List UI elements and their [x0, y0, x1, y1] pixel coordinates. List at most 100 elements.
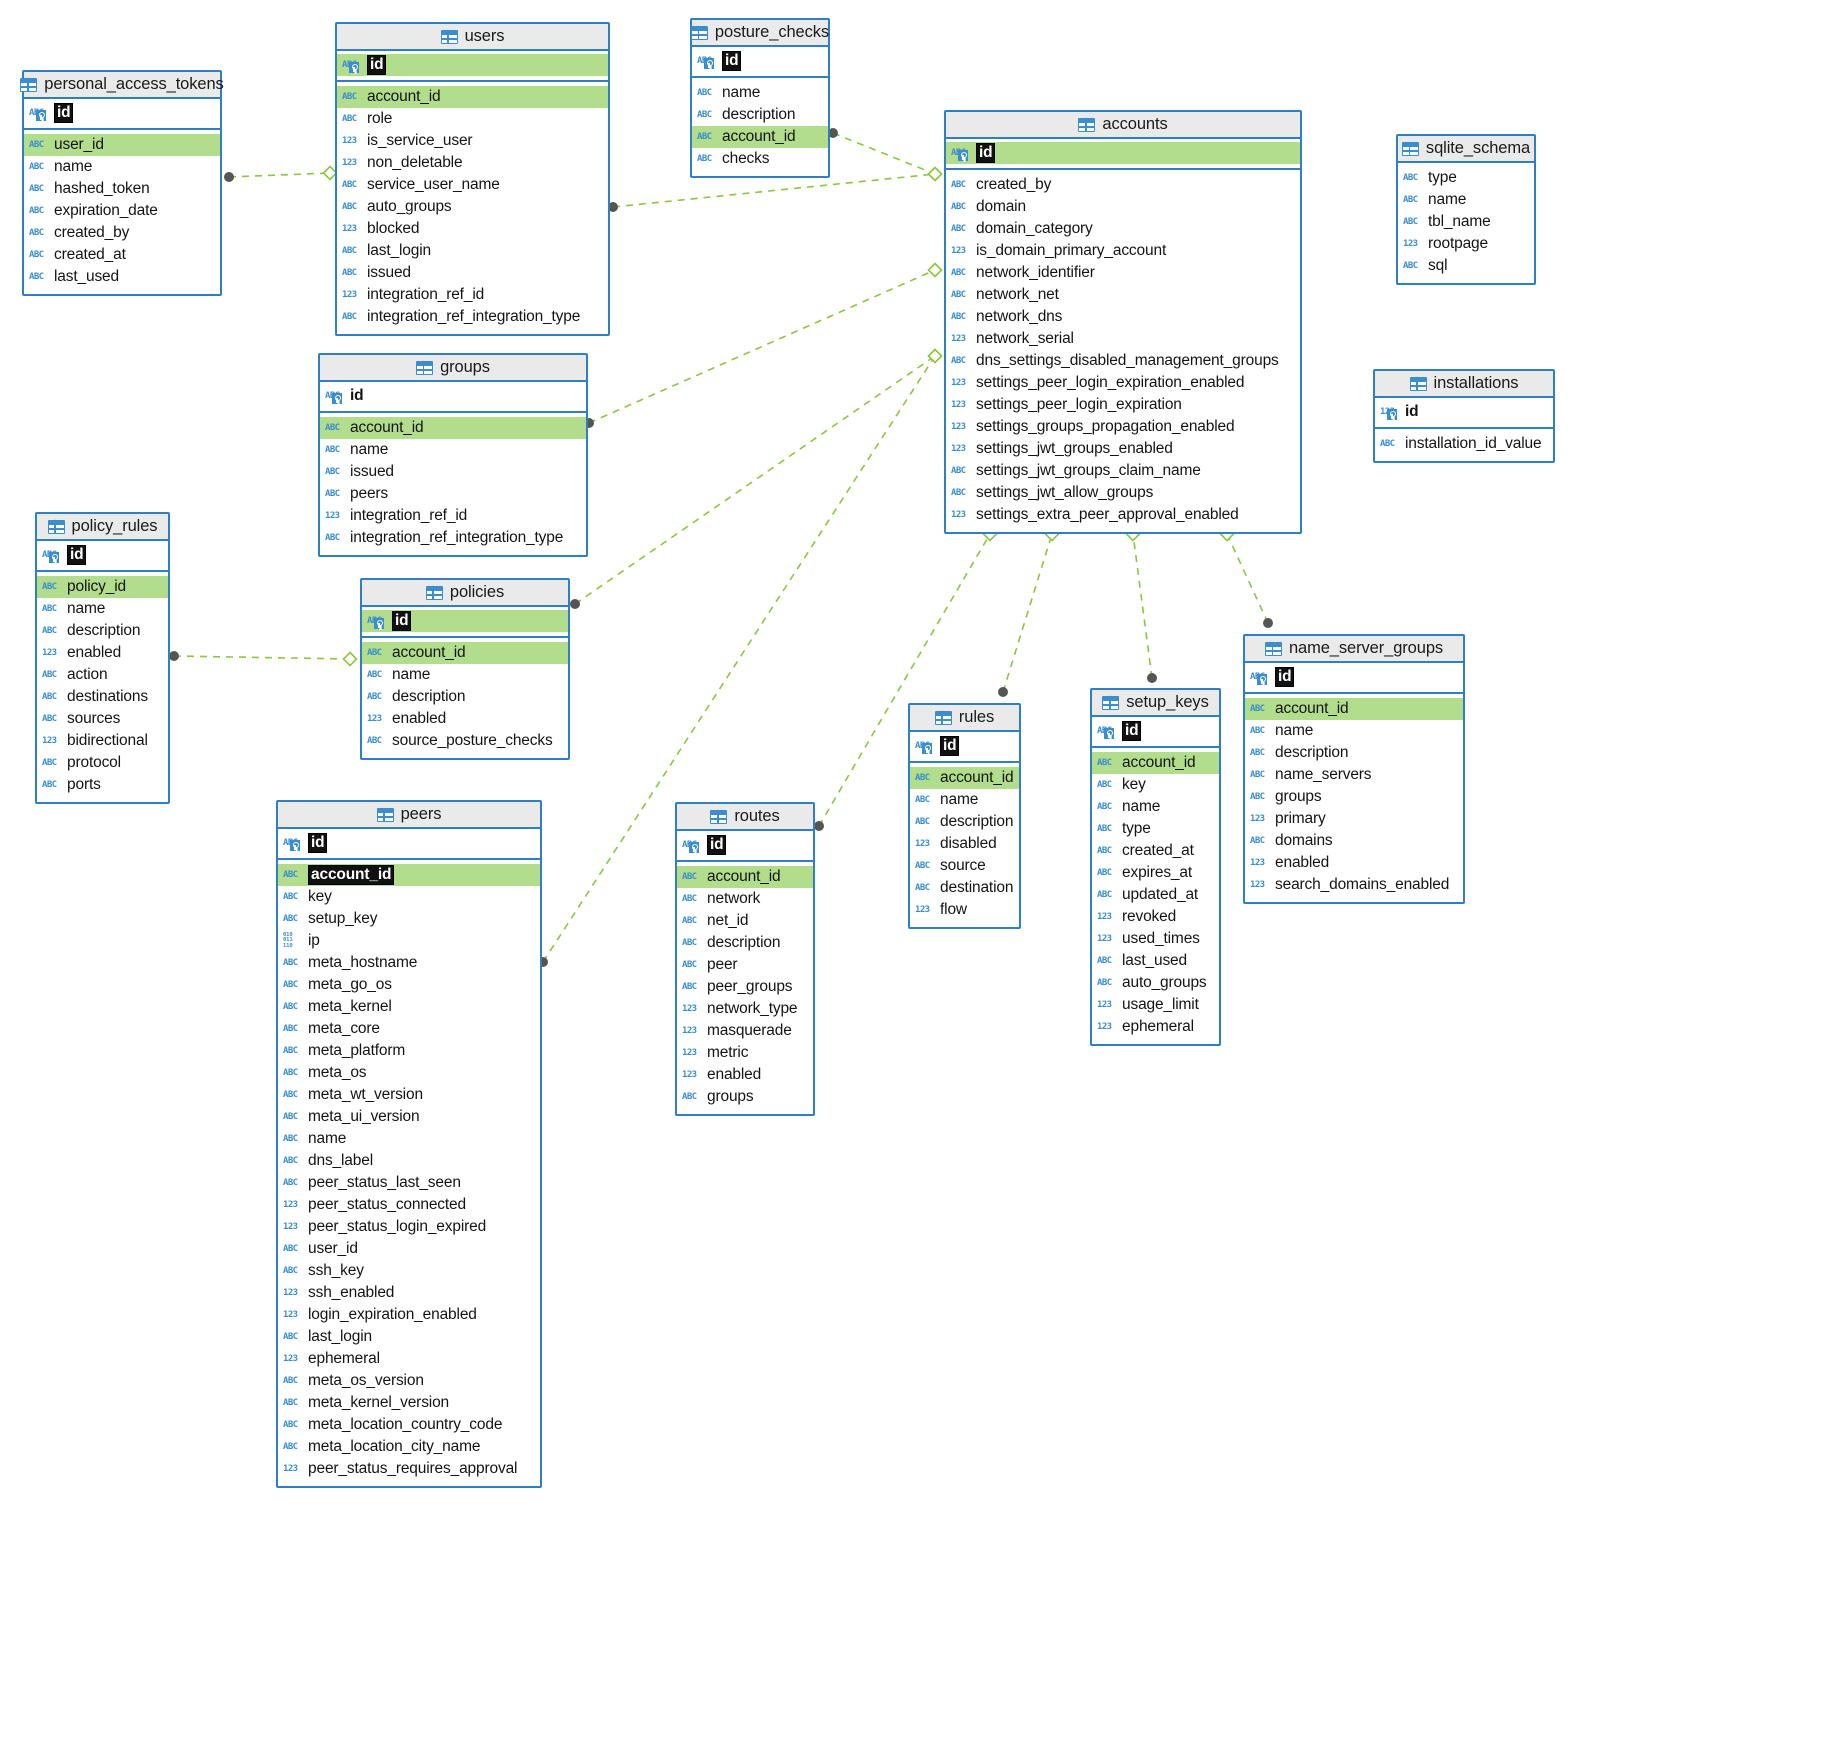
column-row[interactable]: name — [910, 789, 1019, 811]
column-row[interactable]: created_by — [946, 174, 1300, 196]
column-row[interactable]: created_at — [1092, 840, 1219, 862]
primary-key-row[interactable]: id — [677, 834, 813, 856]
column-row[interactable]: meta_kernel — [278, 996, 540, 1018]
column-row[interactable]: ephemeral — [1092, 1016, 1219, 1038]
column-row[interactable]: destination — [910, 877, 1019, 899]
column-row[interactable]: flow — [910, 899, 1019, 921]
table-header[interactable]: policy_rules — [37, 514, 168, 541]
primary-key-row[interactable]: id — [1092, 720, 1219, 742]
column-row[interactable]: checks — [692, 148, 828, 170]
column-row[interactable]: last_used — [24, 266, 220, 288]
column-row[interactable]: network_net — [946, 284, 1300, 306]
column-row[interactable]: peer_status_connected — [278, 1194, 540, 1216]
table-header[interactable]: setup_keys — [1092, 690, 1219, 717]
column-row[interactable]: ssh_key — [278, 1260, 540, 1282]
table-rules[interactable]: rulesidaccount_idnamedescriptiondisabled… — [908, 703, 1021, 929]
column-row[interactable]: meta_ui_version — [278, 1106, 540, 1128]
column-row[interactable]: account_id — [1245, 698, 1463, 720]
column-row[interactable]: integration_ref_id — [320, 505, 586, 527]
primary-key-row[interactable]: id — [278, 832, 540, 854]
column-row[interactable]: primary — [1245, 808, 1463, 830]
column-row[interactable]: account_id — [362, 642, 568, 664]
column-row[interactable]: source — [910, 855, 1019, 877]
column-row[interactable]: settings_extra_peer_approval_enabled — [946, 504, 1300, 526]
primary-key-row[interactable]: id — [1375, 401, 1553, 423]
column-row[interactable]: name — [24, 156, 220, 178]
column-row[interactable]: non_deletable — [337, 152, 608, 174]
column-row[interactable]: enabled — [37, 642, 168, 664]
column-row[interactable]: last_login — [337, 240, 608, 262]
column-row[interactable]: last_used — [1092, 950, 1219, 972]
primary-key-row[interactable]: id — [910, 735, 1019, 757]
column-row[interactable]: hashed_token — [24, 178, 220, 200]
column-row[interactable]: enabled — [362, 708, 568, 730]
column-row[interactable]: dns_settings_disabled_management_groups — [946, 350, 1300, 372]
column-row[interactable]: dns_label — [278, 1150, 540, 1172]
table-header[interactable]: policies — [362, 580, 568, 607]
table-sqlite_schema[interactable]: sqlite_schematypenametbl_namerootpagesql — [1396, 134, 1536, 285]
column-row[interactable]: meta_location_city_name — [278, 1436, 540, 1458]
column-row[interactable]: search_domains_enabled — [1245, 874, 1463, 896]
column-row[interactable]: description — [677, 932, 813, 954]
primary-key-row[interactable]: id — [692, 50, 828, 72]
table-header[interactable]: users — [337, 24, 608, 51]
column-row[interactable]: account_id — [692, 126, 828, 148]
table-personal_access_tokens[interactable]: personal_access_tokensiduser_idnamehashe… — [20, 70, 224, 296]
column-row[interactable]: peer_groups — [677, 976, 813, 998]
column-row[interactable]: type — [1398, 167, 1534, 189]
column-row[interactable]: name_servers — [1245, 764, 1463, 786]
column-row[interactable]: account_id — [337, 86, 608, 108]
column-row[interactable]: peer — [677, 954, 813, 976]
column-row[interactable]: description — [362, 686, 568, 708]
table-header[interactable]: accounts — [946, 112, 1300, 139]
primary-key-row[interactable]: id — [320, 385, 586, 407]
column-row[interactable]: peer_status_last_seen — [278, 1172, 540, 1194]
column-row[interactable]: name — [362, 664, 568, 686]
table-header[interactable]: rules — [910, 705, 1019, 732]
column-row[interactable]: account_id — [278, 864, 540, 886]
column-row[interactable]: settings_jwt_groups_enabled — [946, 438, 1300, 460]
column-row[interactable]: usage_limit — [1092, 994, 1219, 1016]
column-row[interactable]: peers — [320, 483, 586, 505]
column-row[interactable]: domains — [1245, 830, 1463, 852]
column-row[interactable]: key — [278, 886, 540, 908]
table-peers[interactable]: peersidaccount_idkeysetup_keyipmeta_host… — [276, 800, 542, 1488]
column-row[interactable]: network_serial — [946, 328, 1300, 350]
column-row[interactable]: expiration_date — [24, 200, 220, 222]
column-row[interactable]: service_user_name — [337, 174, 608, 196]
column-row[interactable]: sources — [37, 708, 168, 730]
column-row[interactable]: integration_ref_id — [337, 284, 608, 306]
column-row[interactable]: groups — [677, 1086, 813, 1108]
column-row[interactable]: net_id — [677, 910, 813, 932]
column-row[interactable]: account_id — [677, 866, 813, 888]
column-row[interactable]: network — [677, 888, 813, 910]
column-row[interactable]: metric — [677, 1042, 813, 1064]
column-row[interactable]: policy_id — [37, 576, 168, 598]
column-row[interactable]: network_identifier — [946, 262, 1300, 284]
column-row[interactable]: user_id — [278, 1238, 540, 1260]
column-row[interactable]: revoked — [1092, 906, 1219, 928]
column-row[interactable]: network_dns — [946, 306, 1300, 328]
column-row[interactable]: created_at — [24, 244, 220, 266]
column-row[interactable]: settings_jwt_allow_groups — [946, 482, 1300, 504]
column-row[interactable]: description — [37, 620, 168, 642]
column-row[interactable]: meta_os_version — [278, 1370, 540, 1392]
column-row[interactable]: enabled — [1245, 852, 1463, 874]
column-row[interactable]: meta_kernel_version — [278, 1392, 540, 1414]
primary-key-row[interactable]: id — [946, 142, 1300, 164]
column-row[interactable]: meta_location_country_code — [278, 1414, 540, 1436]
column-row[interactable]: protocol — [37, 752, 168, 774]
primary-key-row[interactable]: id — [337, 54, 608, 76]
table-header[interactable]: posture_checks — [690, 20, 829, 47]
column-row[interactable]: peer_status_login_expired — [278, 1216, 540, 1238]
table-name_server_groups[interactable]: name_server_groupsidaccount_idnamedescri… — [1243, 634, 1465, 904]
column-row[interactable]: description — [692, 104, 828, 126]
table-header[interactable]: routes — [677, 804, 813, 831]
column-row[interactable]: role — [337, 108, 608, 130]
column-row[interactable]: disabled — [910, 833, 1019, 855]
table-posture_checks[interactable]: posture_checksidnamedescriptionaccount_i… — [690, 18, 830, 178]
column-row[interactable]: ports — [37, 774, 168, 796]
column-row[interactable]: bidirectional — [37, 730, 168, 752]
column-row[interactable]: destinations — [37, 686, 168, 708]
column-row[interactable]: action — [37, 664, 168, 686]
